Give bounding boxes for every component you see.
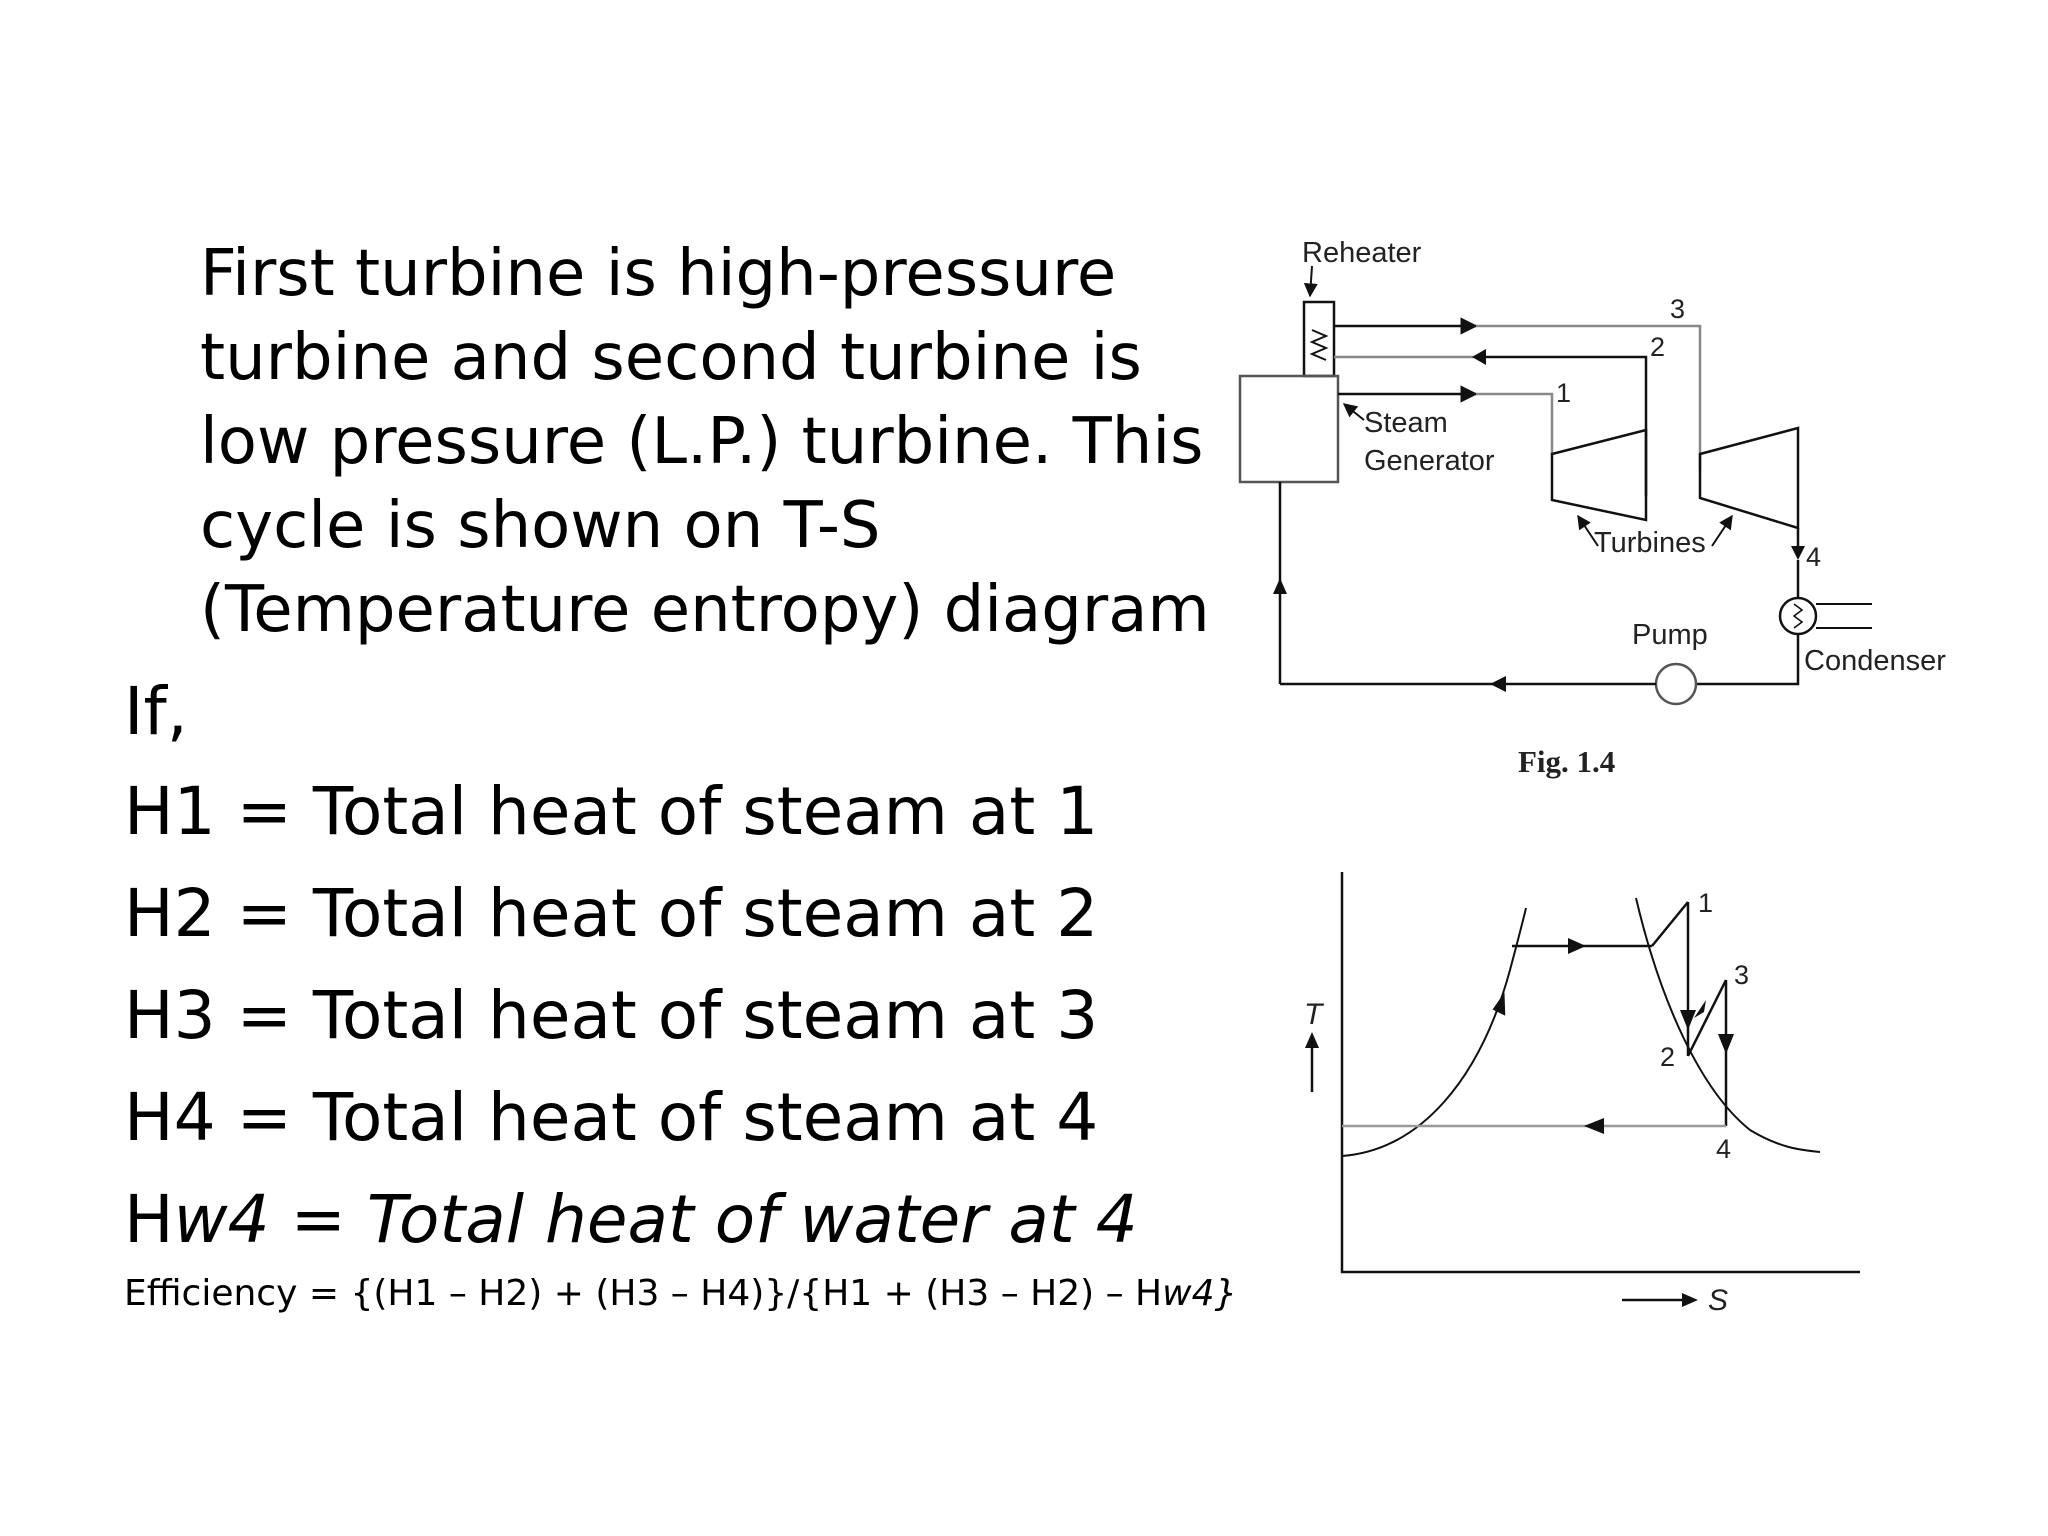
lp-turbine bbox=[1698, 426, 1800, 530]
efficiency-text-italic: w4} bbox=[1162, 1273, 1238, 1314]
t-axis-line bbox=[1340, 872, 1860, 1274]
s-axis-label: S bbox=[1708, 1284, 1728, 1317]
line-to-point-1 bbox=[1476, 392, 1554, 454]
label-condenser: Condenser bbox=[1804, 645, 1946, 677]
point-label-2: 2 bbox=[1650, 332, 1665, 362]
label-steam: Steam bbox=[1364, 407, 1448, 439]
condenser-symbol bbox=[1778, 596, 1818, 636]
efficiency-formula: Efficiency = {(H1 – H2) + (H3 – H4)}/{H1… bbox=[124, 1272, 1237, 1316]
intro-text: First turbine is high-pressure turbine a… bbox=[200, 237, 1210, 647]
definition-h3: H3 = Total heat of steam at 3 bbox=[124, 976, 1098, 1056]
definition-meaning: = Total heat of steam at 4 bbox=[215, 1079, 1099, 1156]
definition-meaning: = Total heat of steam at 2 bbox=[215, 875, 1099, 952]
line-condenser-to-pump bbox=[1696, 634, 1800, 686]
point-label-1: 1 bbox=[1556, 378, 1571, 408]
t-axis-label: T bbox=[1304, 998, 1325, 1031]
intro-paragraph: First turbine is high-pressure turbine a… bbox=[200, 232, 1210, 652]
pump-symbol bbox=[1654, 662, 1698, 706]
definition-meaning: = Total heat of steam at 3 bbox=[215, 977, 1099, 1054]
definition-h4: H4 = Total heat of steam at 4 bbox=[124, 1078, 1098, 1158]
definition-term: H4 bbox=[124, 1079, 216, 1156]
label-pump: Pump bbox=[1632, 619, 1708, 651]
label-generator: Generator bbox=[1364, 445, 1495, 477]
definition-meaning: w4 = Total heat of water at 4 bbox=[173, 1181, 1138, 1258]
ts-point-label-1: 1 bbox=[1698, 888, 1713, 918]
definition-term: H3 bbox=[124, 977, 216, 1054]
reheat-2-3 bbox=[1686, 979, 1728, 1057]
point-label-3: 3 bbox=[1670, 294, 1685, 324]
definition-term: H2 bbox=[124, 875, 216, 952]
definition-h2: H2 = Total heat of steam at 2 bbox=[124, 874, 1098, 954]
saturated-vapour-curve bbox=[1635, 897, 1821, 1153]
if-label: If, bbox=[124, 673, 188, 750]
figure-caption: Fig. 1.4 bbox=[1518, 744, 1615, 779]
definition-term: H bbox=[124, 1181, 174, 1258]
ts-point-label-4: 4 bbox=[1716, 1134, 1731, 1164]
ts-point-label-3: 3 bbox=[1734, 960, 1749, 990]
efficiency-text: Efficiency = {(H1 – H2) + (H3 – H4)}/{H1… bbox=[124, 1273, 1163, 1314]
steam-generator-box bbox=[1238, 374, 1340, 484]
definition-h1: H1 = Total heat of steam at 1 bbox=[124, 772, 1098, 852]
definition-meaning: = Total heat of steam at 1 bbox=[215, 773, 1099, 850]
ts-point-label-2: 2 bbox=[1660, 1042, 1675, 1072]
line-to-point-3 bbox=[1476, 324, 1702, 470]
label-turbines: Turbines bbox=[1594, 527, 1706, 559]
saturated-liquid-curve bbox=[1341, 907, 1527, 1157]
definition-term: H1 bbox=[124, 773, 216, 850]
ts-diagram bbox=[1305, 872, 1860, 1307]
label-reheater: Reheater bbox=[1302, 237, 1422, 269]
hp-turbine bbox=[1550, 428, 1648, 522]
point-label-4: 4 bbox=[1806, 542, 1821, 572]
definition-hw4: Hw4 = Total heat of water at 4 bbox=[124, 1180, 1138, 1260]
reheater-coil bbox=[1309, 329, 1329, 361]
reheat-cycle-schematic bbox=[1238, 265, 1872, 706]
